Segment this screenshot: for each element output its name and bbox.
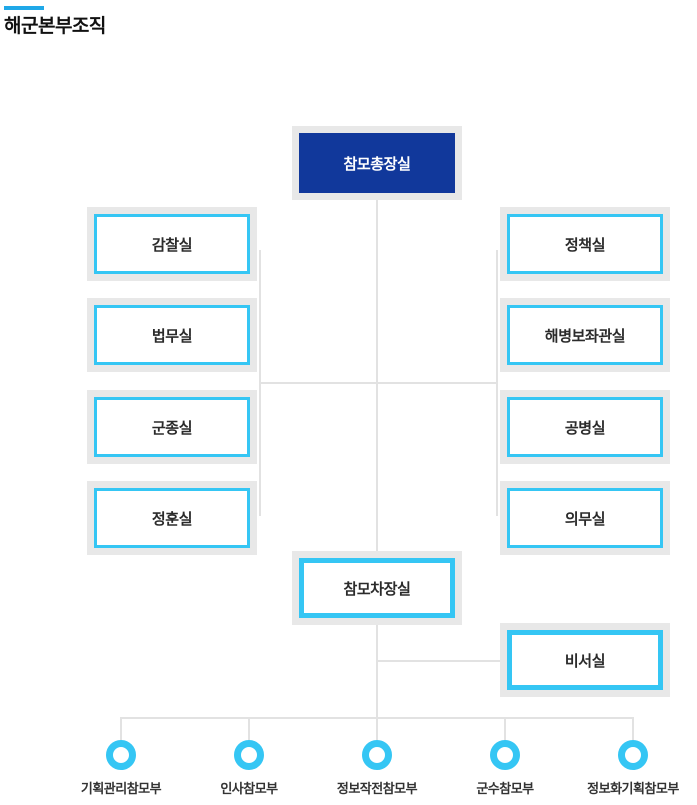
- node-marine-adviser-office[interactable]: 해병보좌관실: [500, 298, 670, 372]
- node-label: 참모총장실: [343, 155, 411, 173]
- node-engineer-office[interactable]: 공병실: [500, 390, 670, 464]
- node-vice-chief-of-staff[interactable]: 참모차장실: [292, 551, 462, 625]
- connector-drop-4: [504, 717, 506, 740]
- node-policy-office-body: 정책실: [507, 214, 663, 274]
- node-legal-affairs-office-body: 법무실: [94, 305, 250, 365]
- leaf-label: 인사참모부: [220, 781, 278, 796]
- ring-icon: [106, 740, 136, 770]
- node-marine-adviser-office-body: 해병보좌관실: [507, 305, 663, 365]
- connector-root-to-vice: [376, 200, 378, 553]
- node-medical-office[interactable]: 의무실: [500, 481, 670, 555]
- connector-vice-to-secretariat: [376, 660, 510, 662]
- connector-drop-3: [376, 717, 378, 740]
- node-public-affairs-office[interactable]: 정훈실: [87, 481, 257, 555]
- leaf-label: 정보작전참모부: [336, 781, 418, 796]
- ring-icon: [234, 740, 264, 770]
- node-medical-office-body: 의무실: [507, 488, 663, 548]
- node-label: 비서실: [564, 652, 606, 670]
- node-label: 정책실: [564, 236, 606, 254]
- node-inspection-office[interactable]: 감찰실: [87, 207, 257, 281]
- node-label: 감찰실: [151, 236, 193, 254]
- node-public-affairs-office-body: 정훈실: [94, 488, 250, 548]
- node-chief-of-staff-body: 참모총장실: [299, 133, 455, 193]
- node-engineer-office-body: 공병실: [507, 397, 663, 457]
- node-label: 의무실: [564, 510, 606, 528]
- connector-drop-5: [632, 717, 634, 740]
- node-label: 공병실: [564, 419, 606, 437]
- node-label: 법무실: [151, 327, 193, 345]
- leaf-intel-operations[interactable]: 정보작전참모부: [317, 740, 437, 797]
- node-secretariat-office[interactable]: 비서실: [500, 623, 670, 697]
- leaf-personnel[interactable]: 인사참모부: [189, 740, 309, 797]
- connector-drop-2: [248, 717, 250, 740]
- node-secretariat-office-body: 비서실: [507, 630, 663, 690]
- node-label: 해병보좌관실: [544, 327, 626, 345]
- leaf-logistics[interactable]: 군수참모부: [445, 740, 565, 797]
- node-chaplain-office-body: 군종실: [94, 397, 250, 457]
- ring-icon: [362, 740, 392, 770]
- leaf-information-planning[interactable]: 정보화기획참모부: [573, 740, 693, 797]
- node-policy-office[interactable]: 정책실: [500, 207, 670, 281]
- leaf-label: 정보화기획참모부: [587, 781, 679, 796]
- node-legal-affairs-office[interactable]: 법무실: [87, 298, 257, 372]
- node-inspection-office-body: 감찰실: [94, 214, 250, 274]
- leaf-label: 기획관리참모부: [80, 781, 162, 796]
- node-label: 군종실: [151, 419, 193, 437]
- node-label: 참모차장실: [343, 580, 411, 598]
- node-label: 정훈실: [151, 510, 193, 528]
- connector-vice-to-departments: [376, 617, 378, 718]
- accent-bar: [4, 6, 44, 10]
- page-header: 해군본부조직: [4, 6, 404, 38]
- node-vice-chief-of-staff-body: 참모차장실: [299, 558, 455, 618]
- node-chaplain-office[interactable]: 군종실: [87, 390, 257, 464]
- page-title: 해군본부조직: [4, 16, 106, 37]
- connector-cross-bar: [259, 382, 498, 384]
- node-chief-of-staff[interactable]: 참모총장실: [292, 126, 462, 200]
- ring-icon: [618, 740, 648, 770]
- leaf-label: 군수참모부: [476, 781, 534, 796]
- leaf-planning-management[interactable]: 기획관리참모부: [61, 740, 181, 797]
- ring-icon: [490, 740, 520, 770]
- connector-drop-1: [120, 717, 122, 740]
